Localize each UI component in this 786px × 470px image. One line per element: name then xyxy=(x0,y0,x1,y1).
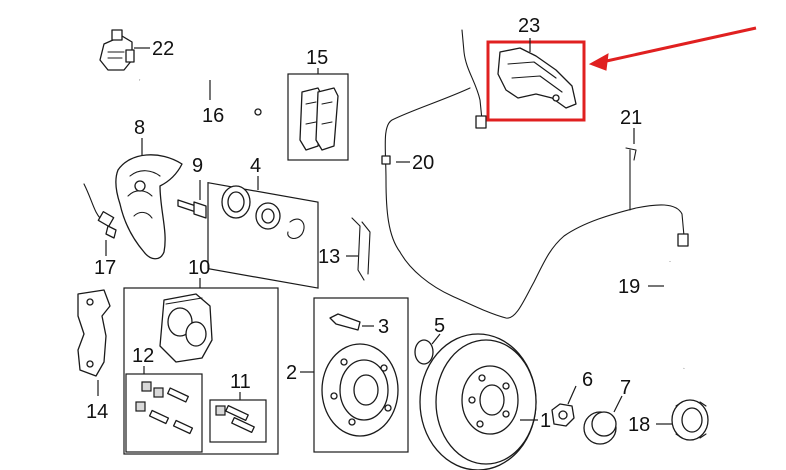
callout-2: 2 xyxy=(286,362,297,384)
callout-23: 23 xyxy=(518,15,540,37)
callout-11: 11 xyxy=(230,371,251,393)
part-22-sensor-connector[interactable] xyxy=(99,29,135,71)
part-23-bracket[interactable] xyxy=(497,47,577,109)
callout-10: 10 xyxy=(188,257,210,279)
part-5-o-ring[interactable] xyxy=(414,339,434,365)
callout-5: 5 xyxy=(434,315,445,337)
callout-22: 22 xyxy=(152,38,174,60)
leader-5 xyxy=(431,333,441,345)
part-8-splash-shield[interactable] xyxy=(115,154,183,260)
part-11-pin-kit-box xyxy=(209,399,267,443)
callout-7: 7 xyxy=(620,377,631,399)
part-7-dust-cap[interactable] xyxy=(583,411,617,445)
part-10-caliper-box xyxy=(123,287,279,455)
part-10-caliper[interactable] xyxy=(159,293,213,363)
callout-18: 18 xyxy=(628,414,650,436)
callout-14: 14 xyxy=(86,401,108,423)
highlight-arrow xyxy=(588,26,757,71)
callout-13: 13 xyxy=(318,246,340,268)
part-3-wheel-stud[interactable] xyxy=(329,313,361,331)
callout-12: 12 xyxy=(132,345,154,367)
callout-3: 3 xyxy=(378,316,389,338)
part-12-pin-kit-box xyxy=(125,373,203,453)
part-12-guide-pins[interactable] xyxy=(135,381,194,435)
part-1-brake-rotor[interactable] xyxy=(419,333,537,470)
callout-19: 19 xyxy=(618,276,640,298)
callout-16: 16 xyxy=(202,105,224,127)
part-20-abs-harness[interactable] xyxy=(381,29,689,319)
part-14-caliper-bracket[interactable] xyxy=(77,289,111,377)
part-2-wheel-hub[interactable] xyxy=(321,343,399,437)
part-6-hub-nut[interactable] xyxy=(551,403,575,427)
part-17-abs-sensor[interactable] xyxy=(83,183,117,239)
part-19-brake-line[interactable] xyxy=(665,261,691,369)
part-15-brake-pads[interactable] xyxy=(287,73,349,161)
callout-6: 6 xyxy=(582,369,593,391)
part-11-pins[interactable] xyxy=(215,404,255,434)
callout-21: 21 xyxy=(620,107,642,129)
leader-6 xyxy=(567,385,577,405)
callout-20: 20 xyxy=(412,152,434,174)
part-4-bearing-kit[interactable] xyxy=(207,181,319,289)
callout-8: 8 xyxy=(134,117,145,139)
leader-7 xyxy=(613,395,623,413)
part-13-clip[interactable] xyxy=(351,217,371,281)
callout-1: 1 xyxy=(540,410,551,432)
part-18-bearing-seal[interactable] xyxy=(671,399,709,441)
callout-9: 9 xyxy=(192,155,203,177)
callout-15: 15 xyxy=(306,47,328,69)
part-23-highlight-box xyxy=(486,40,586,122)
part-9-bolt[interactable] xyxy=(177,199,207,219)
part-2-hub-box xyxy=(313,297,409,453)
callout-4: 4 xyxy=(250,155,261,177)
callout-17: 17 xyxy=(94,257,116,279)
part-16-brake-hose[interactable] xyxy=(139,73,262,116)
